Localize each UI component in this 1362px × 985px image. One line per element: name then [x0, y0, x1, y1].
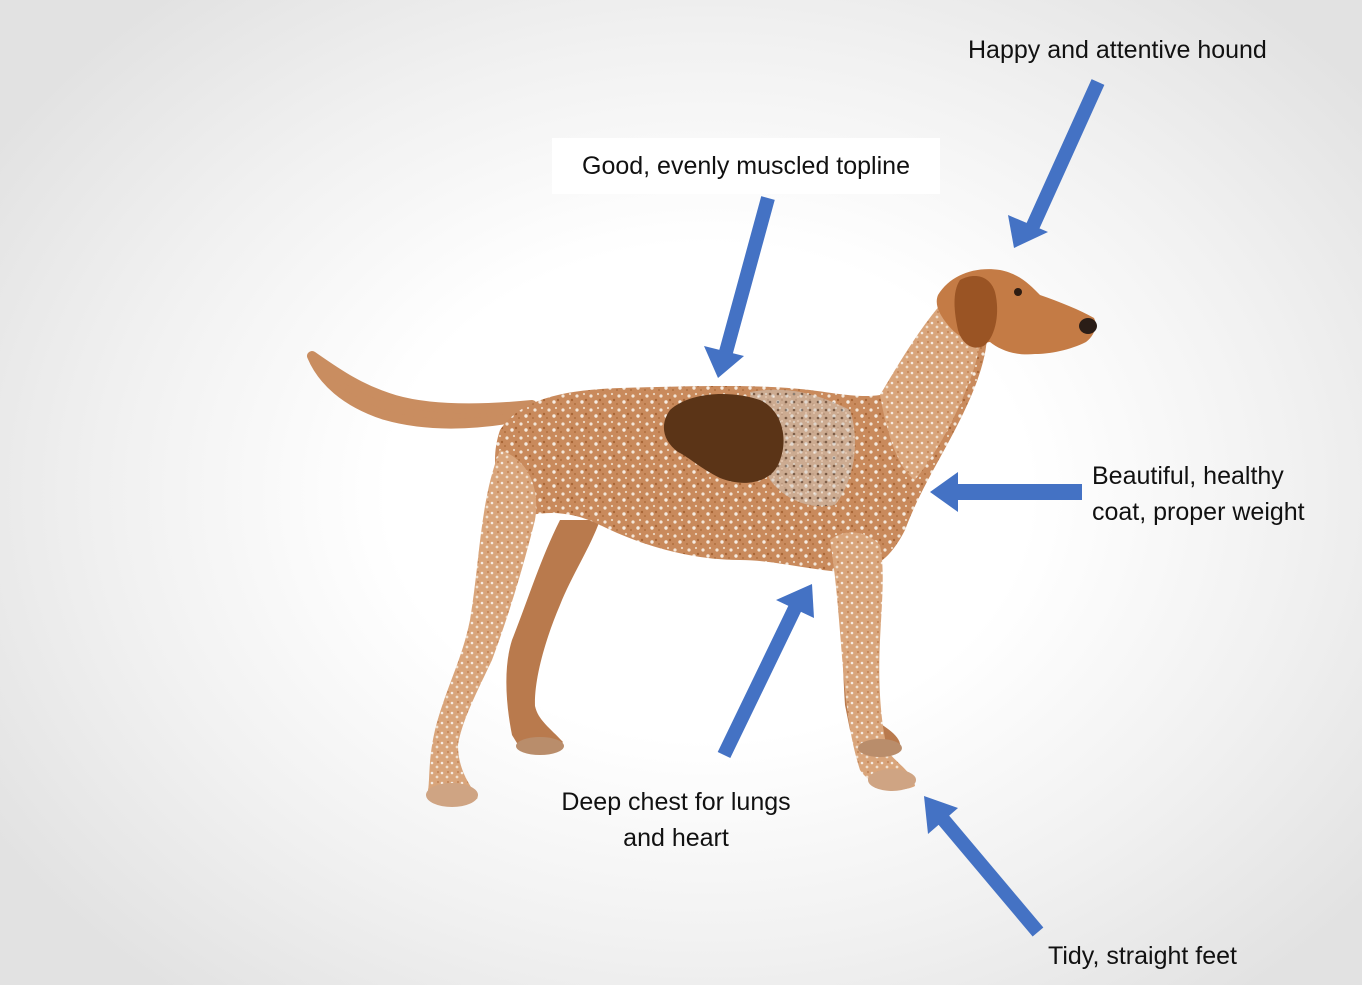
- far-fore-paw: [858, 739, 902, 757]
- far-hind-leg: [506, 520, 600, 751]
- nose: [1079, 318, 1097, 334]
- ear: [954, 276, 998, 348]
- annotation-coat-line2: coat, proper weight: [1092, 498, 1305, 526]
- annotation-head: Happy and attentive hound: [968, 36, 1267, 64]
- dark-saddle-patch: [663, 394, 784, 483]
- annotation-feet: Tidy, straight feet: [1048, 942, 1237, 970]
- eye: [1014, 288, 1022, 296]
- arrow-icon: [704, 196, 775, 378]
- neck: [880, 286, 982, 480]
- annotation-topline-text: Good, evenly muscled topline: [582, 152, 910, 180]
- tail: [307, 351, 537, 429]
- arrow-icon: [930, 472, 1082, 512]
- arrow-icon: [717, 584, 814, 759]
- annotation-coat: Beautiful, healthy coat, proper weight: [1092, 458, 1305, 530]
- annotation-topline: Good, evenly muscled topline: [552, 138, 940, 194]
- near-hind-leg: [428, 450, 537, 804]
- annotation-coat-line1: Beautiful, healthy: [1092, 462, 1284, 490]
- annotation-chest-line1: Deep chest for lungs: [561, 788, 791, 816]
- near-fore-paw: [868, 769, 916, 791]
- arrow-icon: [924, 796, 1044, 937]
- far-hind-paw: [516, 737, 564, 755]
- arrow-icon: [1008, 79, 1105, 248]
- hound-illustration: [307, 269, 1097, 807]
- near-hind-paw: [426, 783, 478, 807]
- near-fore-leg: [830, 532, 915, 790]
- annotation-chest-line2: and heart: [623, 824, 729, 852]
- annotation-chest: Deep chest for lungs and heart: [546, 784, 806, 856]
